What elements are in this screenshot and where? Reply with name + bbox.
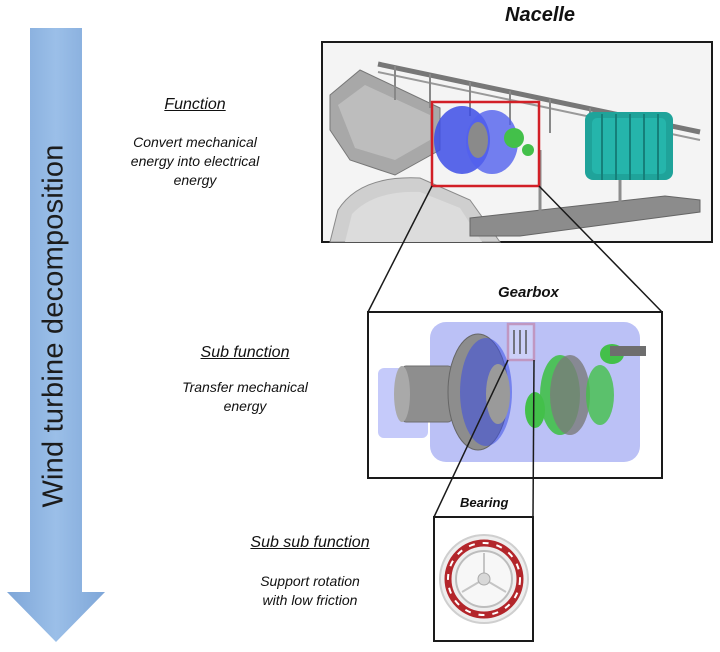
nacelle-generator: [585, 112, 673, 180]
gearbox-bearing-highlight: [506, 322, 536, 362]
nacelle-title: Nacelle: [505, 4, 576, 26]
nacelle-gearbox: [434, 106, 534, 174]
sub-sub-function-text: Support rotation with low friction: [260, 573, 360, 608]
connector-line: [367, 185, 433, 313]
sub-function-heading: Sub function: [200, 344, 290, 361]
connector-line: [433, 359, 509, 518]
arrow-shape: [7, 28, 105, 642]
sub-sub-function-heading: Sub sub function: [250, 534, 370, 551]
bearing-title: Bearing: [460, 495, 509, 510]
nacelle-gearbox-highlight: [430, 100, 541, 188]
sub-function-text: Transfer mechanical energy: [182, 379, 308, 414]
bedplate: [469, 195, 701, 237]
bearing-panel: [433, 516, 534, 642]
gearbox-panel: [367, 311, 663, 479]
gearbox-title: Gearbox: [498, 284, 559, 301]
function-heading: Function: [164, 96, 226, 113]
connector-line: [538, 185, 663, 313]
connector-line: [532, 359, 535, 518]
function-text: Convert mechanical energy into electrica…: [130, 134, 260, 188]
bearing-hub: [477, 572, 491, 586]
nacelle-panel: [321, 41, 713, 243]
